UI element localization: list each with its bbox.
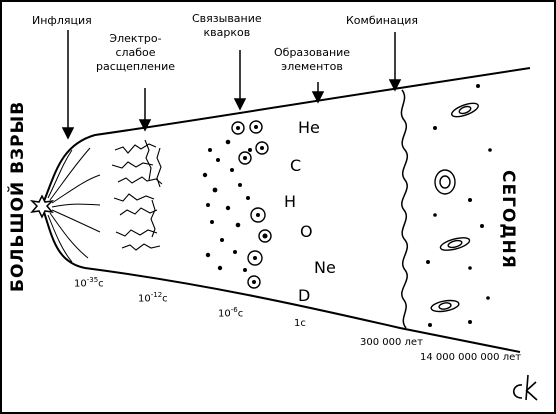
- element-formation-line-1: Образование: [274, 46, 351, 59]
- signature-mark: [512, 374, 538, 401]
- element-formation-line-2: элементов: [281, 60, 343, 73]
- radiation-lines: [47, 147, 101, 263]
- electroweak-line-3: расщепление: [96, 60, 175, 73]
- element-c: C: [290, 156, 302, 175]
- element-o: O: [300, 222, 313, 241]
- element-h: H: [284, 192, 297, 211]
- time-mark-3: 10-6c: [218, 306, 244, 320]
- element-d: D: [298, 286, 311, 305]
- big-bang-label: БОЛЬШОЙ ВЗРЫВ: [8, 100, 28, 292]
- element-ne: Ne: [314, 258, 336, 277]
- electroweak-line-2: слабое: [115, 46, 156, 59]
- time-mark-2: 10-12c: [138, 291, 168, 305]
- quark-dots: [202, 139, 252, 272]
- today-years: 14 000 000 000 лет: [420, 352, 522, 363]
- time-mark-4: 1c: [294, 318, 306, 329]
- big-bang-star-icon: [29, 194, 55, 219]
- electroweak-label: Электро- слабое расщепление: [96, 32, 175, 74]
- today-label: СЕГОДНЯ: [498, 170, 518, 269]
- hadron-circles: [231, 120, 272, 289]
- star-dots: [426, 84, 492, 327]
- funnel-top-edge: [41, 67, 531, 207]
- arrows: [61, 30, 402, 140]
- quark-binding-label: Связывание кварков: [192, 12, 262, 40]
- recombination-years: 300 000 лет: [360, 337, 423, 348]
- combination-label: Комбинация: [346, 14, 418, 27]
- recombination-boundary: [400, 89, 408, 329]
- element-he: He: [298, 118, 320, 137]
- hadron-cores: [236, 125, 268, 284]
- inflation-label: Инфляция: [32, 14, 92, 27]
- electroweak-line-1: Электро-: [109, 32, 162, 45]
- time-mark-1: 10-35c: [74, 276, 104, 290]
- electroweak-squiggles: [111, 139, 163, 251]
- galaxy-icons: [430, 102, 479, 313]
- element-formation-label: Образование элементов: [274, 46, 350, 74]
- funnel-bottom-edge: [41, 205, 521, 353]
- quark-binding-line-2: кварков: [203, 26, 251, 39]
- quark-binding-line-1: Связывание: [192, 12, 262, 25]
